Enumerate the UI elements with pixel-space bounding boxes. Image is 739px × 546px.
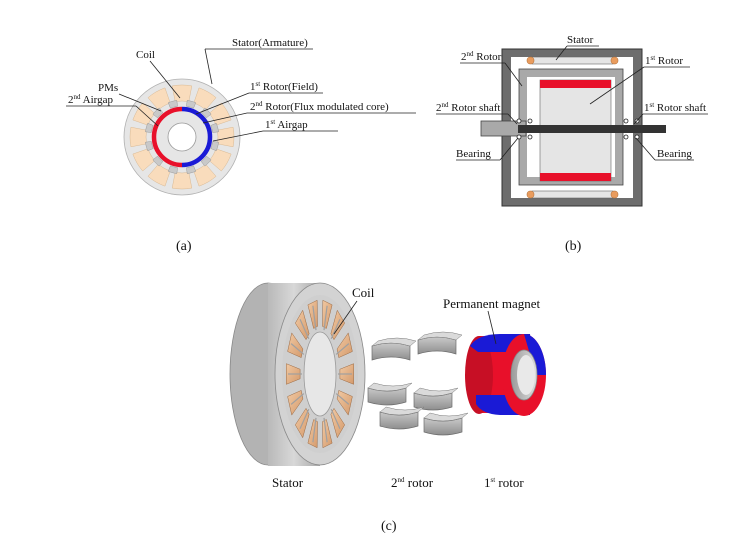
stator-tooth	[330, 408, 341, 429]
coil-bottom-right	[610, 190, 619, 199]
stator-tooth	[290, 343, 305, 355]
panel-b-axial-section	[480, 48, 666, 207]
rotor-bore	[167, 122, 197, 152]
core-tooth	[186, 100, 197, 109]
rotor1-back-ellipse	[465, 336, 493, 414]
stator-tooth	[299, 408, 310, 429]
stator-tooth	[312, 417, 317, 443]
pm-bottom	[540, 173, 611, 181]
label-second-airgap: 2nd Airgap	[68, 93, 113, 106]
stator-coil	[287, 332, 304, 358]
bearing-r2	[623, 134, 629, 140]
coil-top-right	[610, 56, 619, 65]
label-pms: PMs	[98, 82, 118, 94]
stator-tooth	[330, 319, 341, 340]
label-stator-c: Stator	[272, 475, 304, 490]
permanent-magnet-ring	[151, 106, 213, 168]
stator-tooth	[335, 393, 350, 405]
rotor2-segment	[371, 342, 411, 361]
label-bearing-left: Bearing	[456, 148, 491, 160]
stator-tooth	[323, 417, 328, 443]
core-tooth	[200, 155, 212, 167]
rotor2-segment-top	[379, 406, 425, 416]
core-tooth	[167, 100, 178, 109]
label-coil-a: Coil	[136, 49, 155, 61]
label-permanent-magnet: Permanent magnet	[443, 296, 540, 311]
stator-bottom	[531, 190, 614, 199]
coil-slot	[129, 126, 147, 148]
stator-coil	[336, 390, 353, 416]
stator-top	[531, 56, 614, 65]
label-first-rotor-shaft: 1st Rotor shaft	[644, 101, 706, 114]
label-second-rotor-b: 2nd Rotor	[461, 50, 502, 63]
core-tooth	[145, 141, 154, 152]
panel-a-machine-cross-section	[123, 78, 241, 196]
core-tooth	[186, 165, 197, 174]
stator-coil	[336, 332, 353, 358]
coil-slot	[171, 84, 193, 102]
stator-tooth	[323, 305, 328, 331]
core-tooth	[152, 155, 164, 167]
caption-b: (b)	[565, 239, 582, 254]
label-coil-c: Coil	[352, 285, 375, 300]
bearing-l3	[527, 118, 533, 124]
flux-modulated-core-segments	[145, 100, 219, 174]
rotor2-segment-top	[423, 412, 469, 422]
label-stator-armature: Stator(Armature)	[232, 37, 308, 49]
rotor1-front-blue	[524, 334, 546, 375]
pm-blue-half	[181, 106, 213, 168]
label-stator-b: Stator	[567, 34, 594, 46]
pm-top	[540, 80, 611, 88]
panel-b-leader-lines	[436, 45, 708, 161]
stator-3d	[229, 282, 366, 466]
stator-coils-b	[526, 56, 619, 199]
rotor2-segment-top	[371, 337, 417, 347]
label-first-rotor-field: 1st Rotor(Field)	[250, 80, 318, 93]
rotor2-segment	[417, 336, 457, 355]
core-tooth	[210, 141, 219, 152]
core-tooth	[167, 165, 178, 174]
caption-a: (a)	[176, 239, 192, 254]
pm-red-half	[151, 106, 183, 168]
stator-coil	[287, 390, 304, 416]
label-second-rotor-shaft: 2nd Rotor shaft	[436, 101, 500, 114]
label-first-rotor-c: 1st rotor	[484, 475, 524, 490]
first-rotor-shaft	[518, 125, 666, 133]
stator-tooth	[290, 393, 305, 405]
bearing-l4	[527, 134, 533, 140]
bearing-l1	[516, 118, 522, 124]
label-first-airgap: 1st Airgap	[265, 118, 308, 131]
core-tooth	[210, 122, 219, 133]
panel-a-leader-lines	[66, 48, 416, 142]
label-first-rotor-b: 1st Rotor	[645, 54, 683, 67]
stator-tooth	[299, 319, 310, 340]
coil-bottom-left	[526, 190, 535, 199]
core-tooth	[145, 122, 154, 133]
rotor2-segment-top	[413, 387, 459, 397]
bearing-r4	[634, 134, 640, 140]
rotor1-bore	[517, 355, 535, 395]
caption-c: (c)	[381, 519, 397, 534]
coil-slot	[171, 172, 193, 190]
label-bearing-right: Bearing	[657, 148, 692, 160]
panel-c-leader-lines	[333, 300, 497, 345]
stator-tooth	[312, 305, 317, 331]
rotor2-segment-top	[367, 382, 413, 392]
bearing-r1	[623, 118, 629, 124]
coil-top-left	[526, 56, 535, 65]
second-rotor-segments-3d	[367, 331, 469, 436]
label-second-rotor-c: 2nd rotor	[391, 475, 434, 490]
label-second-rotor-flux-core: 2nd Rotor(Flux modulated core)	[250, 100, 389, 113]
rotor2-segment-top	[417, 331, 463, 341]
stator-bore-3d	[303, 331, 337, 417]
stator-tooth	[335, 343, 350, 355]
first-rotor-3d	[465, 334, 546, 416]
panel-c-exploded-view	[229, 282, 546, 466]
stator-coils-3d	[286, 299, 354, 449]
